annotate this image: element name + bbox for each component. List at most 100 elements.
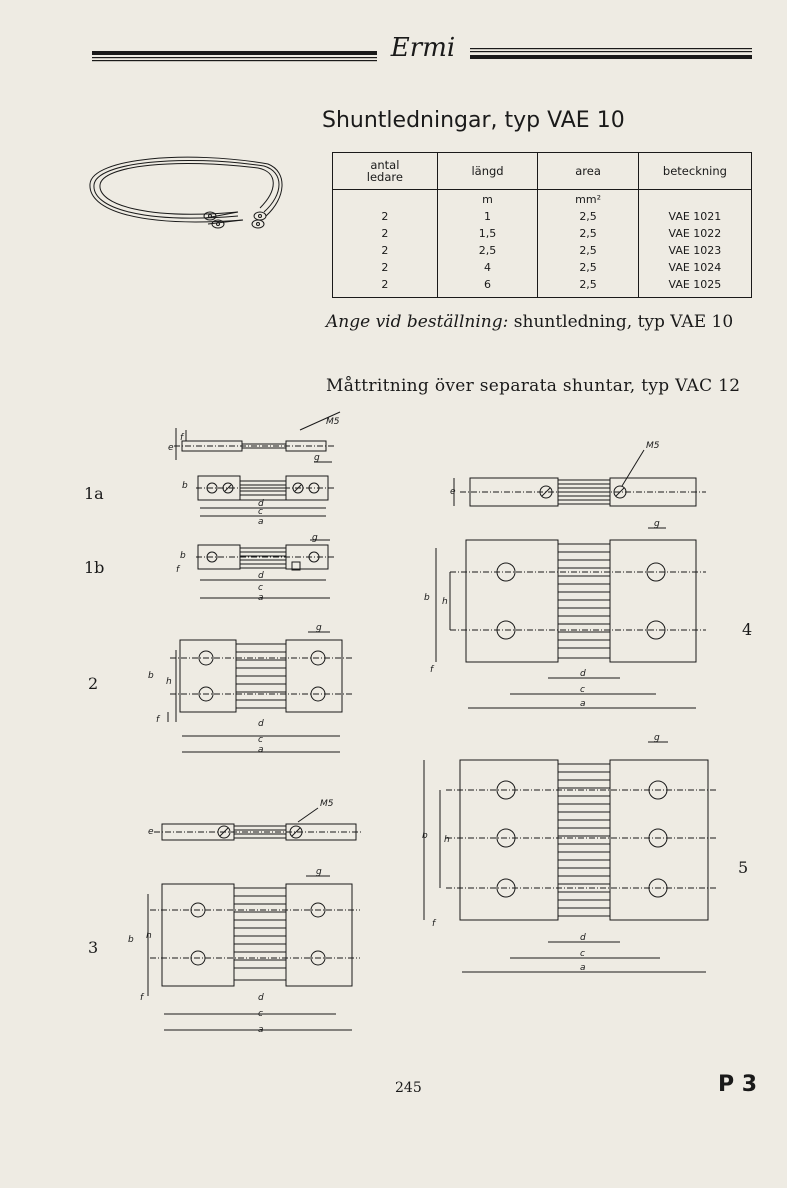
page-number: 245 [395,1080,422,1096]
dim-label-d-3: d [258,993,264,1003]
order-note: Ange vid beställning: shuntledning, typ … [326,312,733,332]
table-row: 2 6 2,5 VAE 1025 [333,276,752,298]
page-title: Shuntledningar, typ VAE 10 [322,108,625,133]
table-cell: VAE 1024 [637,259,752,276]
dim-label-f-1a: f [180,433,185,443]
figure-label-5: 5 [738,858,749,877]
dim-label-c-5: c [580,949,585,959]
dim-label-a-4: a [580,699,586,709]
dim-label-e-3: e [148,827,154,837]
dim-label-g-1b: g [312,533,318,543]
dim-label-c-3: c [258,1009,263,1019]
drawing-3-side [154,807,362,841]
table-cell: 1 [436,208,538,225]
dim-label-a-3: a [258,1025,264,1035]
table-cell: 2,5 [537,242,639,259]
table-cell: 2 [381,244,389,257]
figure-label-4: 4 [742,620,753,639]
dim-label-b-3: b [128,935,134,945]
figure-label-1a: 1a [84,484,104,503]
dim-label-b-1b: b [180,551,186,561]
header-rule [92,48,752,62]
drawing-3-top [147,875,360,1031]
col-header-antal-ledare: antal ledare [332,152,438,190]
table-cell: 2,5 [537,225,639,242]
dim-label-m5-3: M5 [320,799,334,809]
dim-label-m5-4: M5 [646,441,660,451]
shunt-cable-illustration [89,156,283,229]
table-cell: VAE 1022 [637,225,752,242]
figure-label-3: 3 [88,938,99,957]
dim-label-g-2: g [316,623,322,633]
dim-label-f-3: f [140,993,145,1003]
table-cell: 2 [381,227,389,240]
dim-label-h-4: h [442,597,448,607]
table-cell: 1,5 [436,225,538,242]
dim-label-b-2: b [148,671,154,681]
col-header-area: area [537,152,639,190]
drawing-4-top [435,527,706,709]
table-row: 2 1 2,5 VAE 1021 [333,208,752,225]
table-cell: m [436,189,538,208]
table-cell: 2,5 [537,208,639,225]
drawing-1a-top [196,461,334,517]
dim-label-m5-1a: M5 [326,417,340,427]
dim-label-f-4: f [430,665,435,675]
dim-label-b-5: b [422,831,428,841]
dim-label-g-3: g [316,867,322,877]
dim-label-c-2: c [258,735,263,745]
drawing-5 [423,741,716,973]
dim-label-b-4: b [424,593,430,603]
table-row: 2 1,5 2,5 VAE 1022 [333,225,752,242]
table-cell: 2 [381,278,389,291]
table-cell: 2 [381,210,389,223]
table-cell: 2 [381,261,389,274]
figure-label-1b: 1b [84,558,105,577]
dim-label-e-1a: e [168,443,174,453]
table-cell: 4 [436,259,538,276]
drawing-2 [167,631,352,753]
order-note-text: shuntledning, typ VAE 10 [513,312,734,332]
table-cell: VAE 1023 [637,242,752,259]
table-cell: 2,5 [436,242,538,259]
dim-label-a-2: a [258,745,264,755]
dim-label-c-1b: c [258,583,263,593]
dim-label-a-1a: a [258,517,264,527]
dim-label-d-1b: d [258,571,264,581]
table-cell: 2,5 [537,276,639,298]
table-cell: mm² [537,189,639,208]
dim-label-d-4: d [580,669,586,679]
table-cell [637,189,752,208]
dim-label-e-4: e [450,487,456,497]
drawing-1a-side [174,411,341,460]
dim-label-g-1a: g [314,453,320,463]
figure-label-2: 2 [88,674,99,693]
table-cell: 2,5 [537,259,639,276]
dim-label-f-1b: f [176,565,181,575]
dim-label-c-1a: c [258,507,263,517]
dim-label-a-5: a [580,963,586,973]
dim-label-a-1b: a [258,593,264,603]
dim-label-d-1a: d [258,499,264,509]
table-cell: VAE 1021 [637,208,752,225]
drawing-1b [196,539,334,599]
section-code: P 3 [718,1072,758,1097]
dim-label-g-5: g [654,733,660,743]
table-cell: VAE 1025 [637,276,752,298]
shunt-cable-table: antal ledare längd area beteckning m mm²… [332,152,752,298]
brand-logo: Ermi [378,30,468,66]
dim-label-c-4: c [580,685,585,695]
drawings-subtitle: Måttritning över separata shuntar, typ V… [326,376,741,396]
dim-label-h-2: h [166,677,172,687]
dim-label-h-5: h [444,835,450,845]
dim-label-g-4: g [654,519,660,529]
dim-label-d-2: d [258,719,264,729]
col-header-beteckning: beteckning [637,152,752,190]
dim-label-h-3: h [146,931,152,941]
table-units-row: m mm² [333,189,752,208]
dim-label-d-5: d [580,933,586,943]
table-row: 2 2,5 2,5 VAE 1023 [333,242,752,259]
table-row: 2 4 2,5 VAE 1024 [333,259,752,276]
